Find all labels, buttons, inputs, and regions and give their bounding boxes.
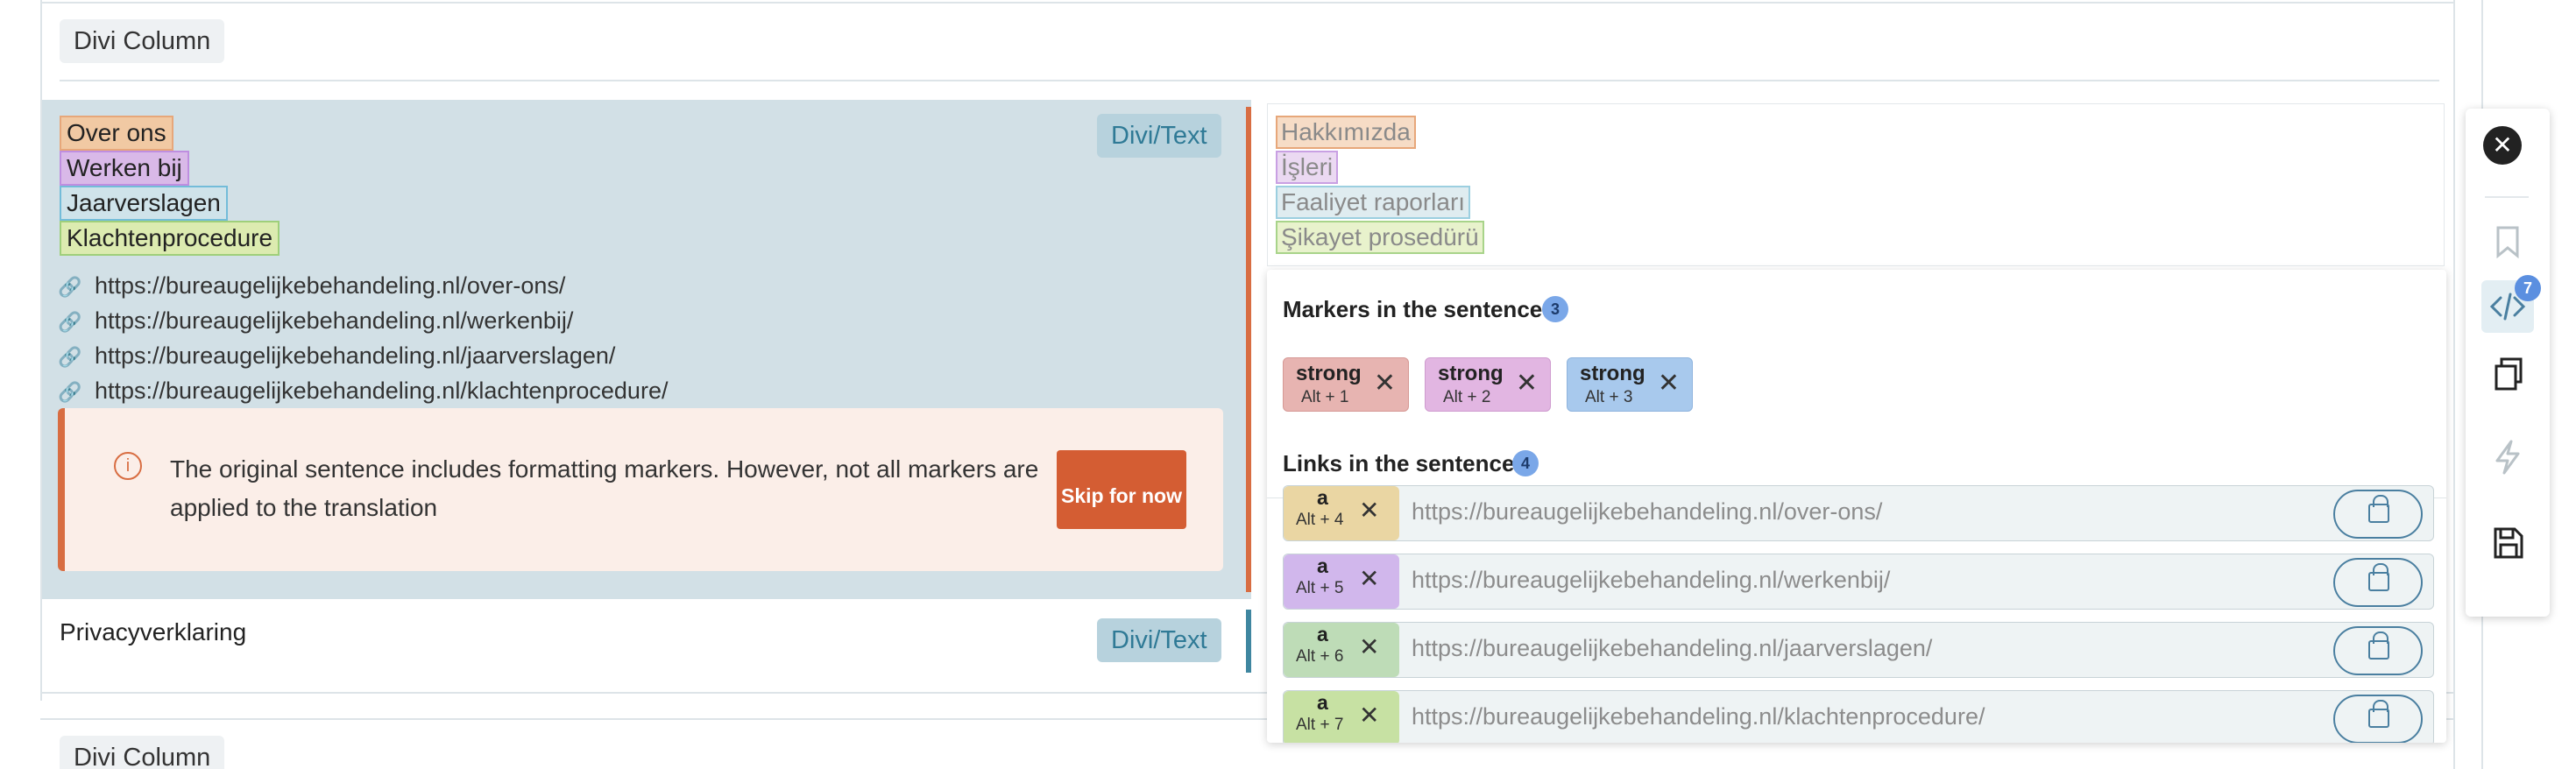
link-chip-shortcut: Alt + 6 [1296,647,1344,666]
link-row-3: a Alt + 6 ✕ https://bureaugelijkebehande… [1283,622,2434,678]
remove-link-icon[interactable]: ✕ [1359,565,1380,592]
source-line-2: Werken bij [60,151,189,186]
segment-type-tag: Divi/Text [1097,114,1221,158]
segment-indicator-2 [1246,610,1251,673]
link-chip[interactable]: a Alt + 6 ✕ [1284,623,1399,677]
source-line-4: Klachtenprocedure [60,221,280,256]
marker-name: strong [1580,362,1645,385]
frame-left-border [40,0,42,701]
markers-title: Markers in the sentence [1283,296,1543,322]
close-icon[interactable]: ✕ [2483,126,2522,165]
skip-for-now-button[interactable]: Skip for now [1057,450,1186,529]
segment-toolbar: ✕ 7 [2466,109,2550,617]
marker-shortcut: Alt + 3 [1585,388,1633,406]
link-url-input[interactable]: https://bureaugelijkebehandeling.nl/jaar… [1412,635,1933,661]
link-row-2: a Alt + 5 ✕ https://bureaugelijkebehande… [1283,554,2434,610]
link-chip-name: a [1317,623,1328,646]
link-chip-name: a [1317,554,1328,577]
warning-text: The original sentence includes formattin… [170,455,1039,521]
links-count-badge: 4 [1512,450,1539,476]
column-top-border [40,2,2455,4]
info-icon: i [114,452,142,480]
divi-column-label: Divi Column [60,19,225,63]
lock-url-button[interactable] [2333,626,2423,675]
link-row-4: a Alt + 7 ✕ https://bureaugelijkebehande… [1283,690,2434,743]
link-chip-shortcut: Alt + 4 [1296,511,1344,529]
save-icon[interactable] [2481,517,2534,569]
marker-chip-2[interactable]: strong Alt + 2 ✕ [1425,357,1551,412]
link-chip-shortcut: Alt + 7 [1296,716,1344,734]
remove-link-icon[interactable]: ✕ [1359,633,1380,660]
lock-icon [2368,563,2389,591]
code-icon[interactable]: 7 [2481,275,2541,333]
link-chip[interactable]: a Alt + 5 ✕ [1284,554,1399,609]
link-icon: 🔗 [58,346,82,368]
lock-url-button[interactable] [2333,695,2423,743]
source-link-url: https://bureaugelijkebehandeling.nl/werk… [95,307,574,334]
column-bottom-border [40,692,2455,694]
lock-url-button[interactable] [2333,558,2423,607]
translation-line-4: Şikayet prosedürü [1276,221,1484,254]
link-url-input[interactable]: https://bureaugelijkebehandeling.nl/werk… [1412,567,1891,593]
code-count-badge: 7 [2515,275,2541,301]
toolbar-separator [2485,196,2529,198]
link-chip-name: a [1317,486,1328,509]
marker-name: strong [1296,362,1362,385]
active-segment-indicator [1246,107,1251,592]
next-column-top-border [40,718,2455,720]
source-link-url: https://bureaugelijkebehandeling.nl/jaar… [95,342,616,369]
column-divider [60,80,2439,81]
link-row-1: a Alt + 4 ✕ https://bureaugelijkebehande… [1283,485,2434,541]
markers-popup: Markers in the sentence 3 strong Alt + 1… [1267,270,2446,743]
frame-right-border [2453,0,2455,769]
link-url-input[interactable]: https://bureaugelijkebehandeling.nl/klac… [1412,703,1985,730]
bookmark-icon[interactable] [2481,215,2534,268]
copy-icon[interactable] [2481,347,2534,399]
source-link-url: https://bureaugelijkebehandeling.nl/klac… [95,377,669,404]
divi-column-label-bottom: Divi Column [60,736,225,769]
source-link-4: 🔗 https://bureaugelijkebehandeling.nl/kla… [58,374,668,407]
link-chip[interactable]: a Alt + 7 ✕ [1284,691,1399,743]
link-icon: 🔗 [58,276,82,298]
translation-line-3: Faaliyet raporları [1276,186,1471,219]
source-link-1: 🔗 https://bureaugelijkebehandeling.nl/ove… [58,269,565,302]
translation-line-2: İşleri [1276,151,1339,184]
link-icon: 🔗 [58,311,82,333]
marker-chip-3[interactable]: strong Alt + 3 ✕ [1567,357,1693,412]
link-url-input[interactable]: https://bureaugelijkebehandeling.nl/over… [1412,498,1883,525]
source-line-3: Jaarverslagen [60,186,228,221]
link-chip[interactable]: a Alt + 4 ✕ [1284,486,1399,540]
translation-line-1: Hakkımızda [1276,116,1416,149]
marker-name: strong [1438,362,1504,385]
link-chip-name: a [1317,691,1328,714]
remove-link-icon[interactable]: ✕ [1359,702,1380,729]
lock-icon [2368,700,2389,728]
remove-link-icon[interactable]: ✕ [1359,497,1380,524]
link-chip-shortcut: Alt + 5 [1296,579,1344,597]
remove-marker-icon[interactable]: ✕ [1657,369,1680,398]
segment-source-text[interactable]: Privacyverklaring [60,618,247,646]
remove-marker-icon[interactable]: ✕ [1373,369,1396,398]
lock-url-button[interactable] [2333,490,2423,539]
marker-chip-1[interactable]: strong Alt + 1 ✕ [1283,357,1409,412]
source-link-url: https://bureaugelijkebehandeling.nl/over… [95,272,566,299]
remove-marker-icon[interactable]: ✕ [1515,369,1538,398]
links-title: Links in the sentence [1283,450,1515,476]
markers-count-badge: 3 [1542,296,1568,322]
lightning-icon[interactable] [2481,431,2534,483]
lock-icon [2368,631,2389,660]
source-line-1: Over ons [60,116,173,151]
marker-shortcut: Alt + 2 [1443,388,1491,406]
marker-shortcut: Alt + 1 [1301,388,1349,406]
source-link-2: 🔗 https://bureaugelijkebehandeling.nl/wer… [58,304,573,337]
source-link-3: 🔗 https://bureaugelijkebehandeling.nl/jaa… [58,339,615,372]
segment-type-tag-2: Divi/Text [1097,618,1221,662]
link-icon: 🔗 [58,381,82,403]
marker-warning: i The original sentence includes formatt… [58,408,1223,571]
lock-icon [2368,495,2389,523]
